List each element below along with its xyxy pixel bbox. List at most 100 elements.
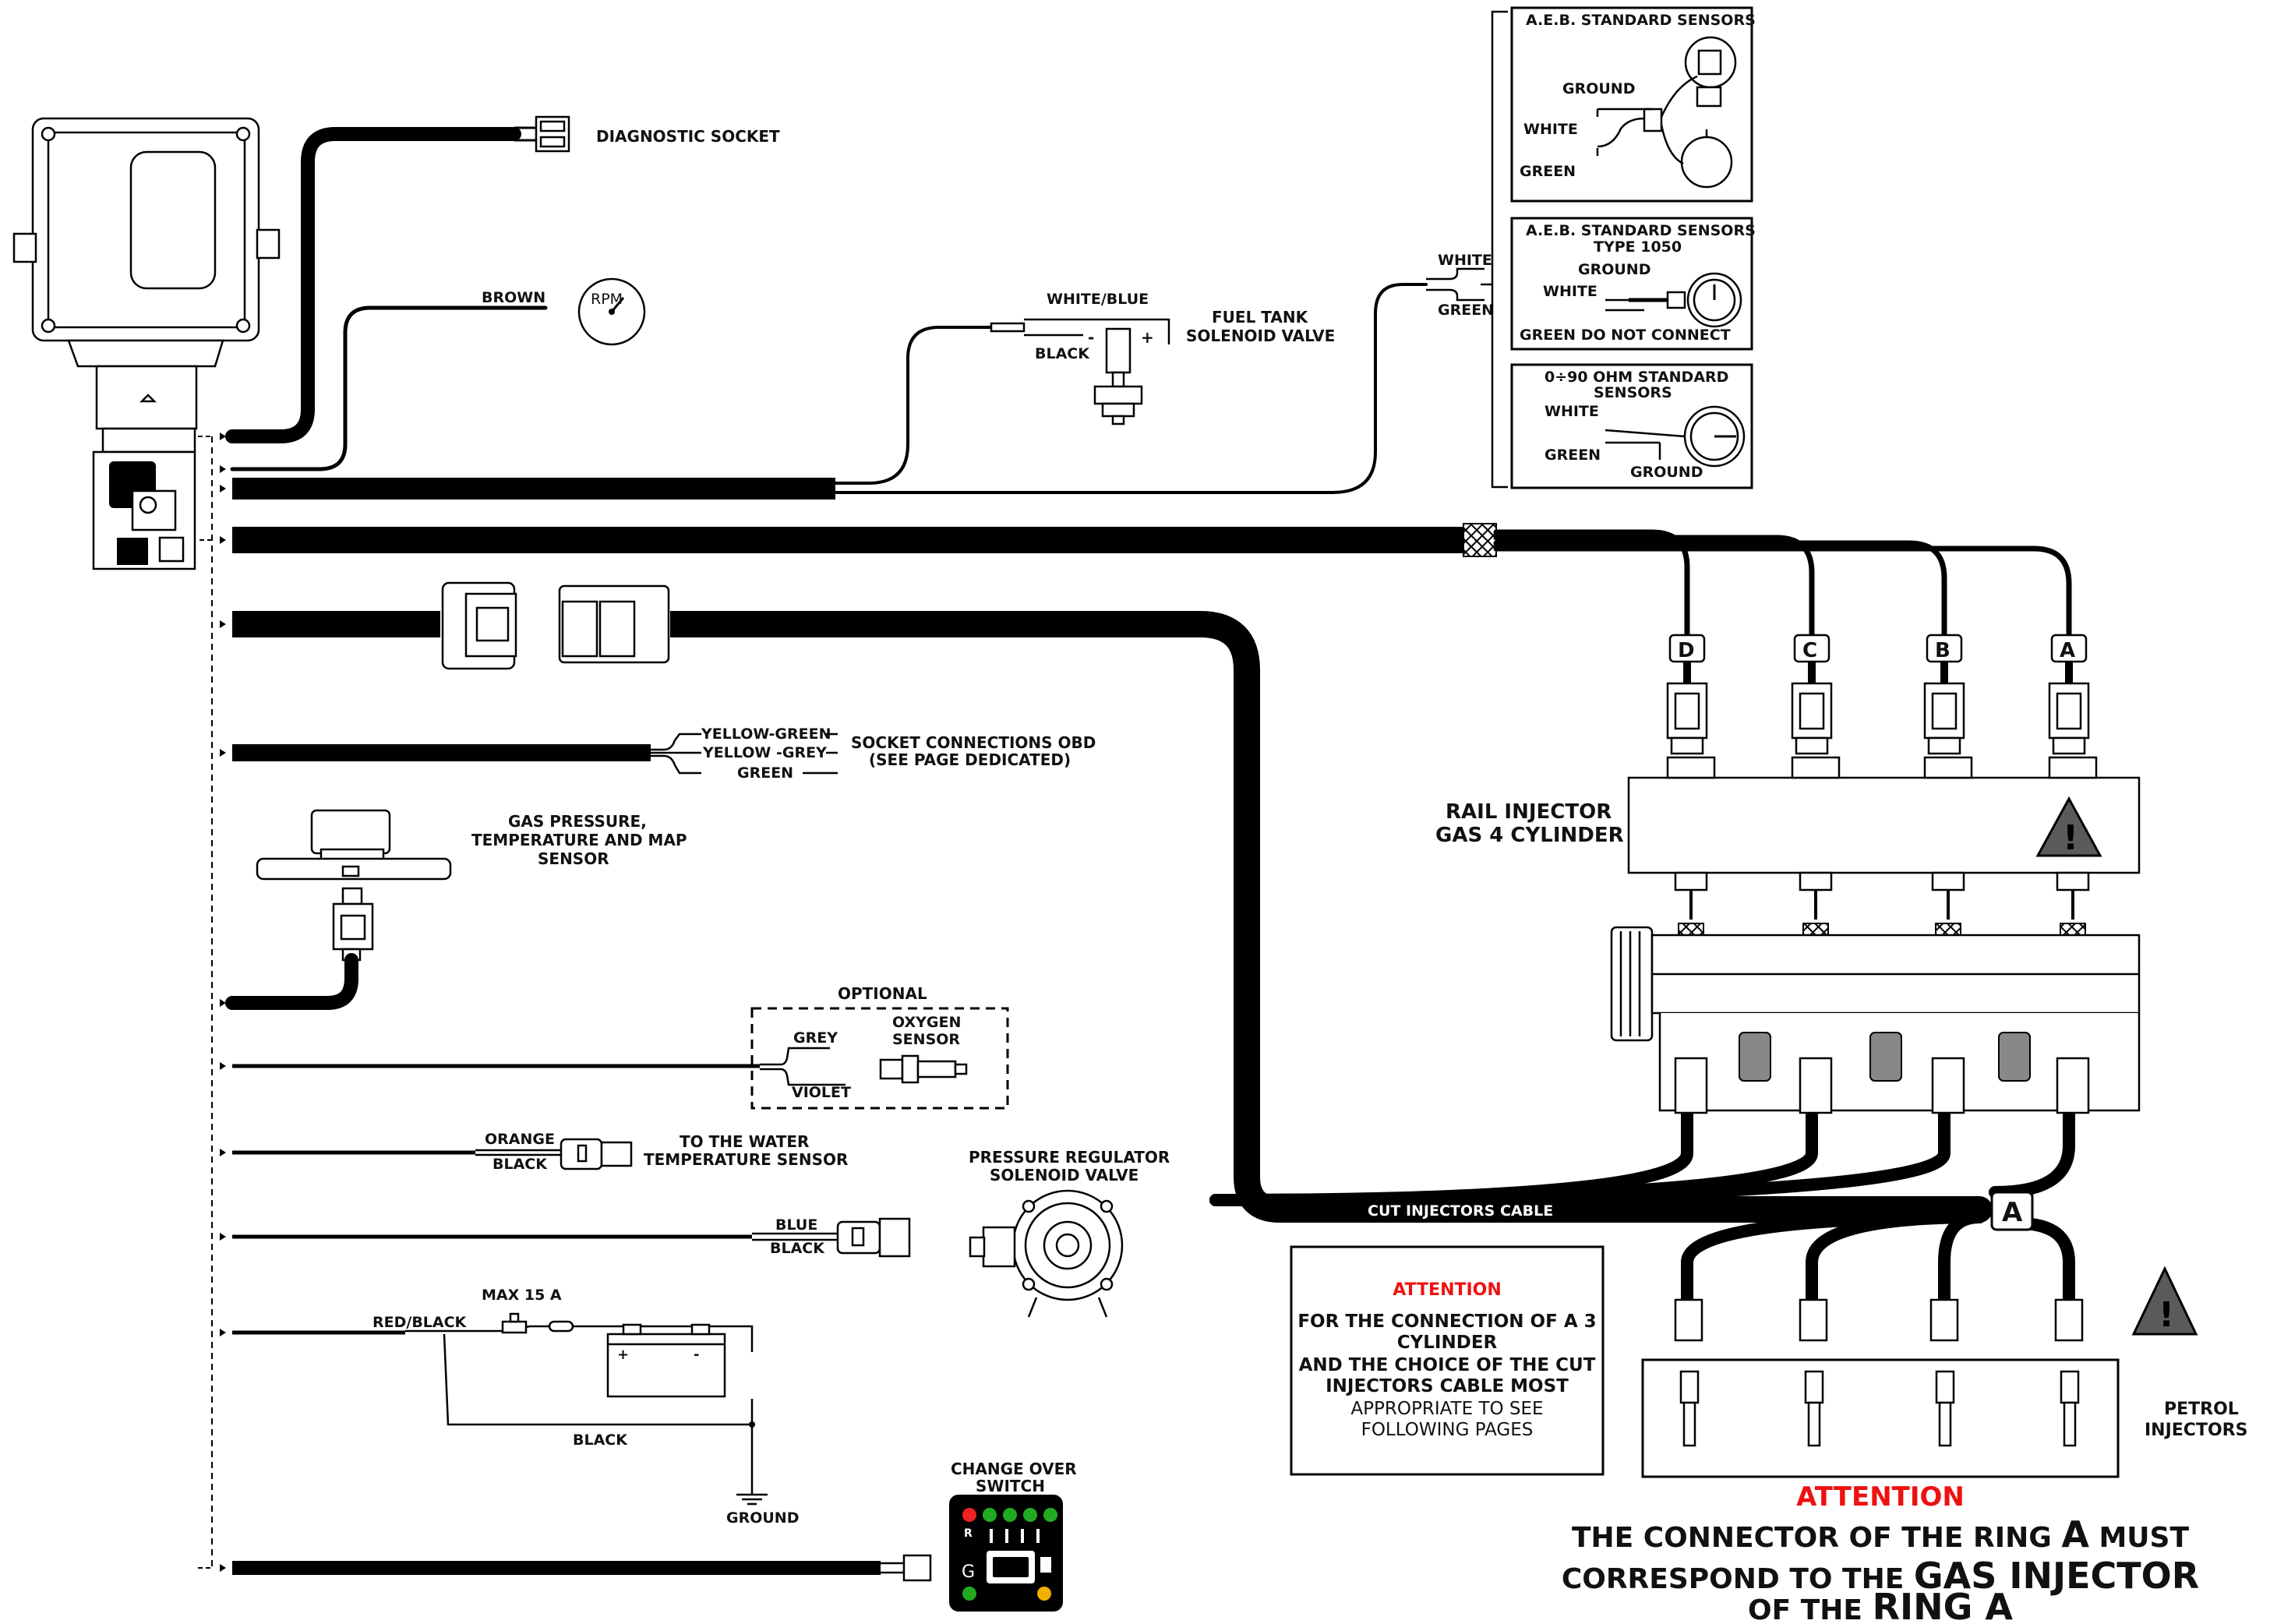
attention-line-5: APPROPRIATE TO SEE bbox=[1350, 1399, 1543, 1419]
plus-label: + bbox=[1141, 328, 1154, 347]
change-over-label-2: SWITCH bbox=[976, 1477, 1045, 1495]
ohm-ground-label: GROUND bbox=[1630, 464, 1703, 481]
cut-injectors-cable-label: CUT INJECTORS CABLE bbox=[1368, 1202, 1553, 1220]
intake-manifold bbox=[1610, 926, 2141, 1114]
injector-connector-c bbox=[1791, 634, 1833, 755]
oxygen-sensor-wire bbox=[232, 1047, 846, 1086]
gas-pressure-label: GAS PRESSURE, bbox=[508, 812, 647, 831]
water-temp-label: TO THE WATER bbox=[680, 1132, 809, 1151]
pressure-regulator-label: PRESSURE REGULATOR bbox=[969, 1148, 1170, 1167]
sensor-branch-wire bbox=[1426, 267, 1485, 302]
oxygen-sensor-label-2: SENSOR bbox=[892, 1031, 960, 1048]
attention-line-4: INJECTORS CABLE MOST bbox=[1326, 1376, 1569, 1396]
pressure-regulator-label-2: SOLENOID VALVE bbox=[990, 1166, 1139, 1184]
socket-obd-label-2: (SEE PAGE DEDICATED) bbox=[869, 750, 1071, 769]
obd-cable bbox=[232, 733, 838, 775]
rpm-gauge-icon bbox=[577, 277, 646, 346]
switch-r-label: R bbox=[964, 1527, 973, 1540]
bus-arrows bbox=[220, 432, 226, 1572]
svg-text:-: - bbox=[694, 1347, 699, 1363]
attention-line-1: FOR THE CONNECTION OF A 3 bbox=[1297, 1312, 1596, 1332]
ring-a-marker bbox=[1990, 1191, 2034, 1231]
water-temp-sensor-connector bbox=[560, 1138, 633, 1170]
injector-connector-b bbox=[1923, 634, 1965, 755]
injector-label-c: C bbox=[1802, 639, 1817, 662]
minus-label: - bbox=[1088, 328, 1094, 347]
water-temp-label-2: TEMPERATURE SENSOR bbox=[644, 1150, 848, 1169]
optional-label: OPTIONAL bbox=[838, 984, 927, 1003]
injector-connector-d bbox=[1666, 634, 1708, 755]
brown-label: BROWN bbox=[482, 289, 545, 306]
attention-line-3: AND THE CHOICE OF THE CUT bbox=[1299, 1355, 1596, 1375]
aeb-green-label: GREEN bbox=[1520, 163, 1576, 180]
rail-injector-gas bbox=[1627, 756, 2141, 920]
attention-bottom-line-1a: THE CONNECTOR OF THE RING bbox=[1572, 1522, 2061, 1554]
gas-pressure-sensor bbox=[225, 809, 452, 1010]
change-over-switch[interactable] bbox=[949, 1495, 1063, 1612]
diagnostic-socket-label: DIAGNOSTIC SOCKET bbox=[596, 127, 780, 146]
pressure-regulator-wire bbox=[232, 1232, 838, 1241]
rail-injector-label-2: GAS 4 CYLINDER bbox=[1435, 824, 1624, 847]
cut-injectors-cable bbox=[232, 611, 2075, 1306]
regulator-black-label: BLACK bbox=[770, 1240, 825, 1257]
aeb-white-label: WHITE bbox=[1523, 121, 1578, 138]
grey-label: GREY bbox=[793, 1029, 838, 1047]
injector-label-d: D bbox=[1678, 639, 1695, 662]
attention-bottom-line-3b: RING A bbox=[1873, 1586, 2014, 1624]
change-over-label: CHANGE OVER bbox=[951, 1460, 1077, 1478]
attention-bottom-line-3a: OF THE bbox=[1748, 1594, 1873, 1624]
attention-bottom-line-2a: CORRESPOND TO THE bbox=[1562, 1563, 1914, 1595]
attention-bottom-line-1c: MUST bbox=[2089, 1522, 2190, 1554]
red-black-label: RED/BLACK bbox=[372, 1314, 468, 1331]
aeb-1050-sensors-box bbox=[1510, 217, 1753, 351]
ohm-sensors-box bbox=[1510, 363, 1753, 489]
ohm-sensors-title: 0÷90 OHM STANDARD bbox=[1545, 369, 1728, 386]
white-blue-label: WHITE/BLUE bbox=[1047, 291, 1149, 308]
ring-a-label: A bbox=[2002, 1197, 2023, 1228]
rail-injector-label: RAIL INJECTOR bbox=[1446, 800, 1612, 824]
aeb1050-white-label: WHITE bbox=[1543, 283, 1597, 300]
socket-obd-label: SOCKET CONNECTIONS OBD bbox=[851, 733, 1096, 752]
svg-text:!: ! bbox=[2063, 818, 2078, 858]
water-temp-sensor-wire bbox=[232, 1149, 561, 1156]
yellow-grey-label: YELLOW -GREY bbox=[702, 744, 827, 761]
orange-label: ORANGE bbox=[485, 1131, 555, 1148]
green-label-sensor: GREEN bbox=[1438, 302, 1494, 319]
aeb-ground-label: GROUND bbox=[1562, 80, 1635, 97]
connector-bus bbox=[198, 436, 213, 1569]
battery-black-label: BLACK bbox=[573, 1432, 628, 1449]
attention-bottom-line-2: CORRESPOND TO THE GAS INJECTOR bbox=[1562, 1555, 2199, 1597]
black-label-tank: BLACK bbox=[1035, 345, 1090, 362]
gas-injector-connectors bbox=[1666, 634, 2090, 755]
switch-g-label: G bbox=[962, 1562, 975, 1582]
optional-oxygen-box bbox=[750, 1007, 1009, 1110]
diagnostic-socket-connector bbox=[535, 115, 570, 153]
ohm-sensors-title-2: SENSORS bbox=[1594, 384, 1672, 401]
rpm-wire bbox=[230, 305, 548, 471]
petrol-warning-icon: ! bbox=[2131, 1266, 2198, 1336]
rail-warning-icon: ! bbox=[2035, 796, 2102, 858]
petrol-injectors-label: PETROL bbox=[2164, 1400, 2239, 1419]
aeb-sensors-title: A.E.B. STANDARD SENSORS bbox=[1526, 12, 1756, 29]
max15-label: MAX 15 A bbox=[482, 1287, 562, 1304]
attention-line-2: CYLINDER bbox=[1397, 1333, 1498, 1353]
gas-pressure-label-3: SENSOR bbox=[538, 849, 609, 868]
svg-text:!: ! bbox=[2159, 1295, 2174, 1335]
injector-label-b: B bbox=[1935, 639, 1951, 662]
ecu-unit bbox=[12, 117, 281, 570]
ground-icon bbox=[736, 1493, 768, 1506]
ground-label: GROUND bbox=[726, 1509, 799, 1527]
violet-label: VIOLET bbox=[792, 1084, 851, 1101]
ohm-green-label: GREEN bbox=[1545, 447, 1601, 464]
aeb1050-ground-label: GROUND bbox=[1578, 261, 1650, 278]
aeb-standard-sensors-box bbox=[1510, 6, 1753, 203]
battery-icon: + - bbox=[606, 1323, 726, 1398]
petrol-injector-connectors bbox=[1674, 1298, 2084, 1342]
green-do-not-connect-label: GREEN DO NOT CONNECT bbox=[1520, 327, 1731, 344]
attention-bottom-title: ATTENTION bbox=[1796, 1481, 1965, 1513]
petrol-injectors-box bbox=[1641, 1358, 2120, 1478]
blue-label: BLUE bbox=[775, 1216, 817, 1234]
cut-cable-connector bbox=[441, 581, 670, 670]
attention-bottom-line-3: OF THE RING A bbox=[1748, 1586, 2013, 1624]
